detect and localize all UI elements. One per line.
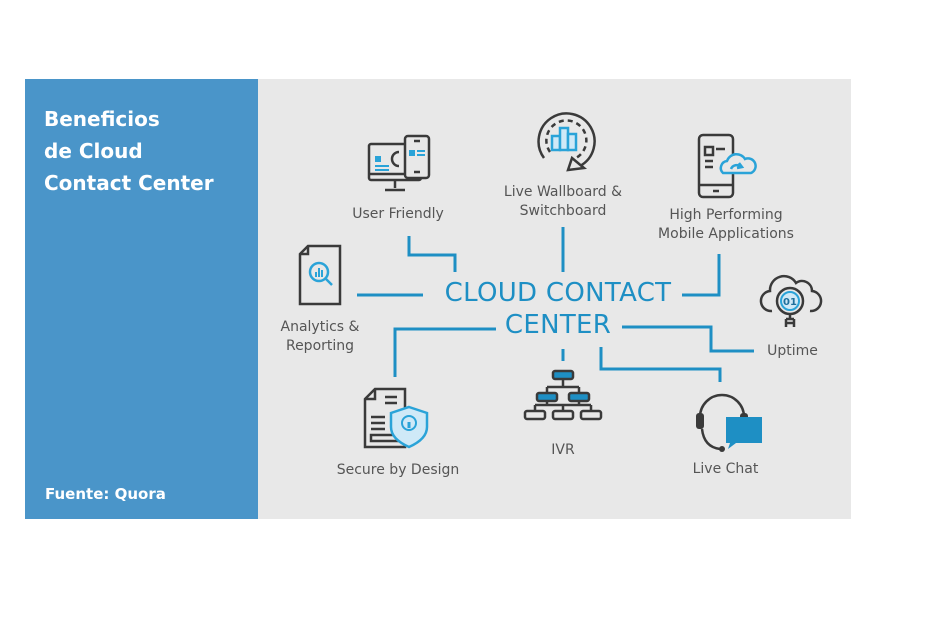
node-label: High Performing — [669, 207, 783, 223]
node-label: User Friendly — [352, 206, 444, 222]
node-label: Live Chat — [692, 461, 759, 477]
panel-title-line: Beneficios — [44, 107, 160, 131]
side-panel: Beneficios de Cloud Contact Center Fuent… — [25, 79, 258, 519]
panel-title-line: de Cloud — [44, 139, 143, 163]
node-label: Switchboard — [519, 203, 607, 219]
center-title-line: CLOUD CONTACT — [444, 278, 672, 308]
phone-cloud-icon — [697, 133, 757, 199]
cloud-binary-icon: 01 — [759, 274, 823, 327]
node-label: Mobile Applications — [658, 226, 794, 242]
node-label: Secure by Design — [336, 462, 460, 478]
node-label: Analytics & — [280, 319, 360, 335]
headset-chat-icon — [696, 393, 762, 452]
node-label: IVR — [551, 442, 575, 458]
panel-title-line: Contact Center — [44, 171, 214, 195]
svg-text:01: 01 — [783, 297, 797, 308]
connector-live-chat — [599, 347, 722, 382]
node-label: Live Wallboard & — [503, 184, 623, 200]
panel-title: Beneficios de Cloud Contact Center — [44, 103, 254, 199]
dashboard-refresh-icon — [537, 112, 596, 172]
center-title: CLOUD CONTACT CENTER — [398, 277, 718, 341]
source-credit: Fuente: Quora — [45, 485, 166, 503]
monitor-mobile-gear-icon — [367, 134, 431, 192]
report-magnifier-icon — [298, 244, 342, 306]
connector-secure — [393, 327, 496, 377]
connector-lines — [357, 227, 754, 382]
hierarchy-tree-icon — [523, 369, 603, 421]
connector-user-friendly — [407, 236, 457, 272]
node-label: Reporting — [285, 338, 355, 354]
connector-mobile-apps — [682, 254, 721, 297]
document-shield-icon — [363, 387, 429, 449]
node-label: Uptime — [767, 343, 818, 359]
connector-uptime — [622, 325, 754, 353]
diagram-canvas: CLOUD CONTACT CENTER — [258, 79, 851, 519]
center-title-line: CENTER — [504, 310, 612, 340]
